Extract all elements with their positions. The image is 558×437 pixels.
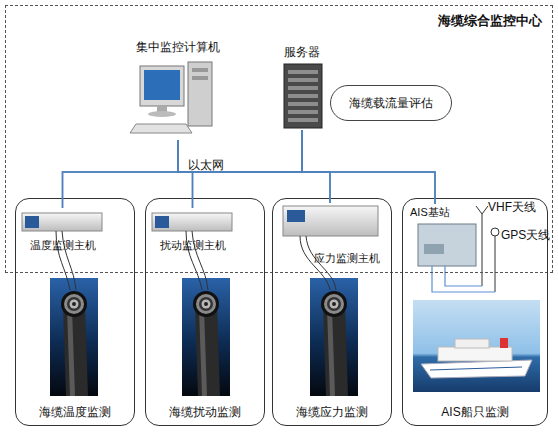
node-text: 集中监控计算机	[136, 40, 220, 54]
pc-drive	[192, 68, 208, 72]
ship-funnel	[500, 338, 508, 348]
cable-photo	[50, 278, 98, 396]
ethernet-link	[63, 140, 179, 208]
antenna-label: GPS天线	[501, 228, 550, 242]
gps-antenna	[491, 228, 499, 236]
node-text: 服务器	[284, 45, 320, 59]
computer-icon	[130, 62, 212, 133]
ship-hull	[421, 360, 532, 378]
vhf-antenna-mast	[482, 214, 483, 286]
ship-bridge	[455, 339, 489, 348]
monitor-screen	[144, 70, 180, 100]
host-device	[283, 206, 378, 236]
process-box: 海缆载流量评估	[330, 85, 452, 121]
network-label: 以太网	[188, 158, 224, 172]
node-text: 扰动监测主机	[160, 239, 226, 252]
ethernet-link	[178, 140, 330, 203]
ethernet-link	[63, 130, 303, 208]
pc-drive	[192, 76, 208, 80]
gps-antenna-mast	[495, 236, 496, 292]
server-slot	[288, 110, 318, 114]
ethernet-link	[178, 140, 435, 204]
cable-photo	[182, 278, 230, 396]
server-node: 服务器	[278, 45, 326, 130]
vhf-antenna	[476, 206, 488, 214]
ais-node: AIS基站	[410, 204, 460, 268]
server-slot	[288, 102, 318, 106]
ship-photo	[413, 300, 540, 392]
computer-node: 集中监控计算机	[132, 40, 224, 140]
monitor-frame	[140, 66, 184, 106]
ethernet-link	[178, 140, 193, 208]
host-panel	[25, 216, 39, 228]
ais-panel	[424, 244, 444, 254]
host-node: 温度监测主机	[20, 208, 105, 252]
monitor-group: 海缆应力监测 应力监测主机	[272, 198, 392, 426]
cable-photo	[310, 278, 358, 396]
pc-tower	[188, 62, 212, 126]
server-slot	[288, 78, 318, 82]
ship-stripe	[430, 367, 522, 370]
host-chassis	[22, 213, 102, 231]
host-device	[152, 213, 232, 231]
monitor-group: 海缆扰动监测 扰动监测主机	[145, 198, 265, 426]
host-node: 应力监测主机	[280, 203, 380, 265]
antenna-feed	[432, 266, 495, 292]
monitor-base	[148, 111, 176, 117]
node-text: 温度监测主机	[30, 239, 96, 252]
host-chassis	[152, 213, 232, 231]
sea-sky	[413, 300, 540, 392]
ship-deck	[438, 347, 512, 361]
node-text: 应力监测主机	[314, 252, 380, 265]
host-device	[22, 213, 102, 231]
host-chassis	[283, 206, 378, 236]
host-panel	[287, 210, 305, 222]
ais-chassis	[418, 224, 476, 266]
server-rack	[284, 64, 322, 128]
server-icon	[284, 64, 322, 128]
monitor-group: 海缆温度监测 温度监测主机	[15, 198, 135, 426]
keyboard	[130, 124, 192, 133]
host-node: 扰动监测主机	[150, 208, 235, 252]
server-slot	[288, 118, 318, 122]
ethernet-link	[302, 130, 435, 204]
node-text: 海缆应力监测	[296, 405, 368, 419]
server-slot	[288, 94, 318, 98]
node-text: 海缆载流量评估	[349, 96, 433, 110]
node-text: AIS基站	[410, 206, 450, 219]
antenna-label: VHF天线	[488, 200, 536, 214]
node-text: 海缆温度监测	[39, 405, 111, 419]
node-text: 海缆综合监控中心	[438, 13, 542, 29]
antenna-feed	[445, 266, 482, 286]
monitoring-center: 海缆综合监控中心集中监控计算机 服务器海缆载流量评估	[5, 5, 553, 273]
server-slot	[288, 70, 318, 74]
server-slot	[288, 86, 318, 90]
node-text: 海缆扰动监测	[169, 405, 241, 419]
ethernet-link	[302, 130, 330, 203]
host-panel	[155, 216, 169, 228]
node-text: AIS船只监测	[441, 405, 508, 419]
ais-device	[418, 224, 476, 266]
